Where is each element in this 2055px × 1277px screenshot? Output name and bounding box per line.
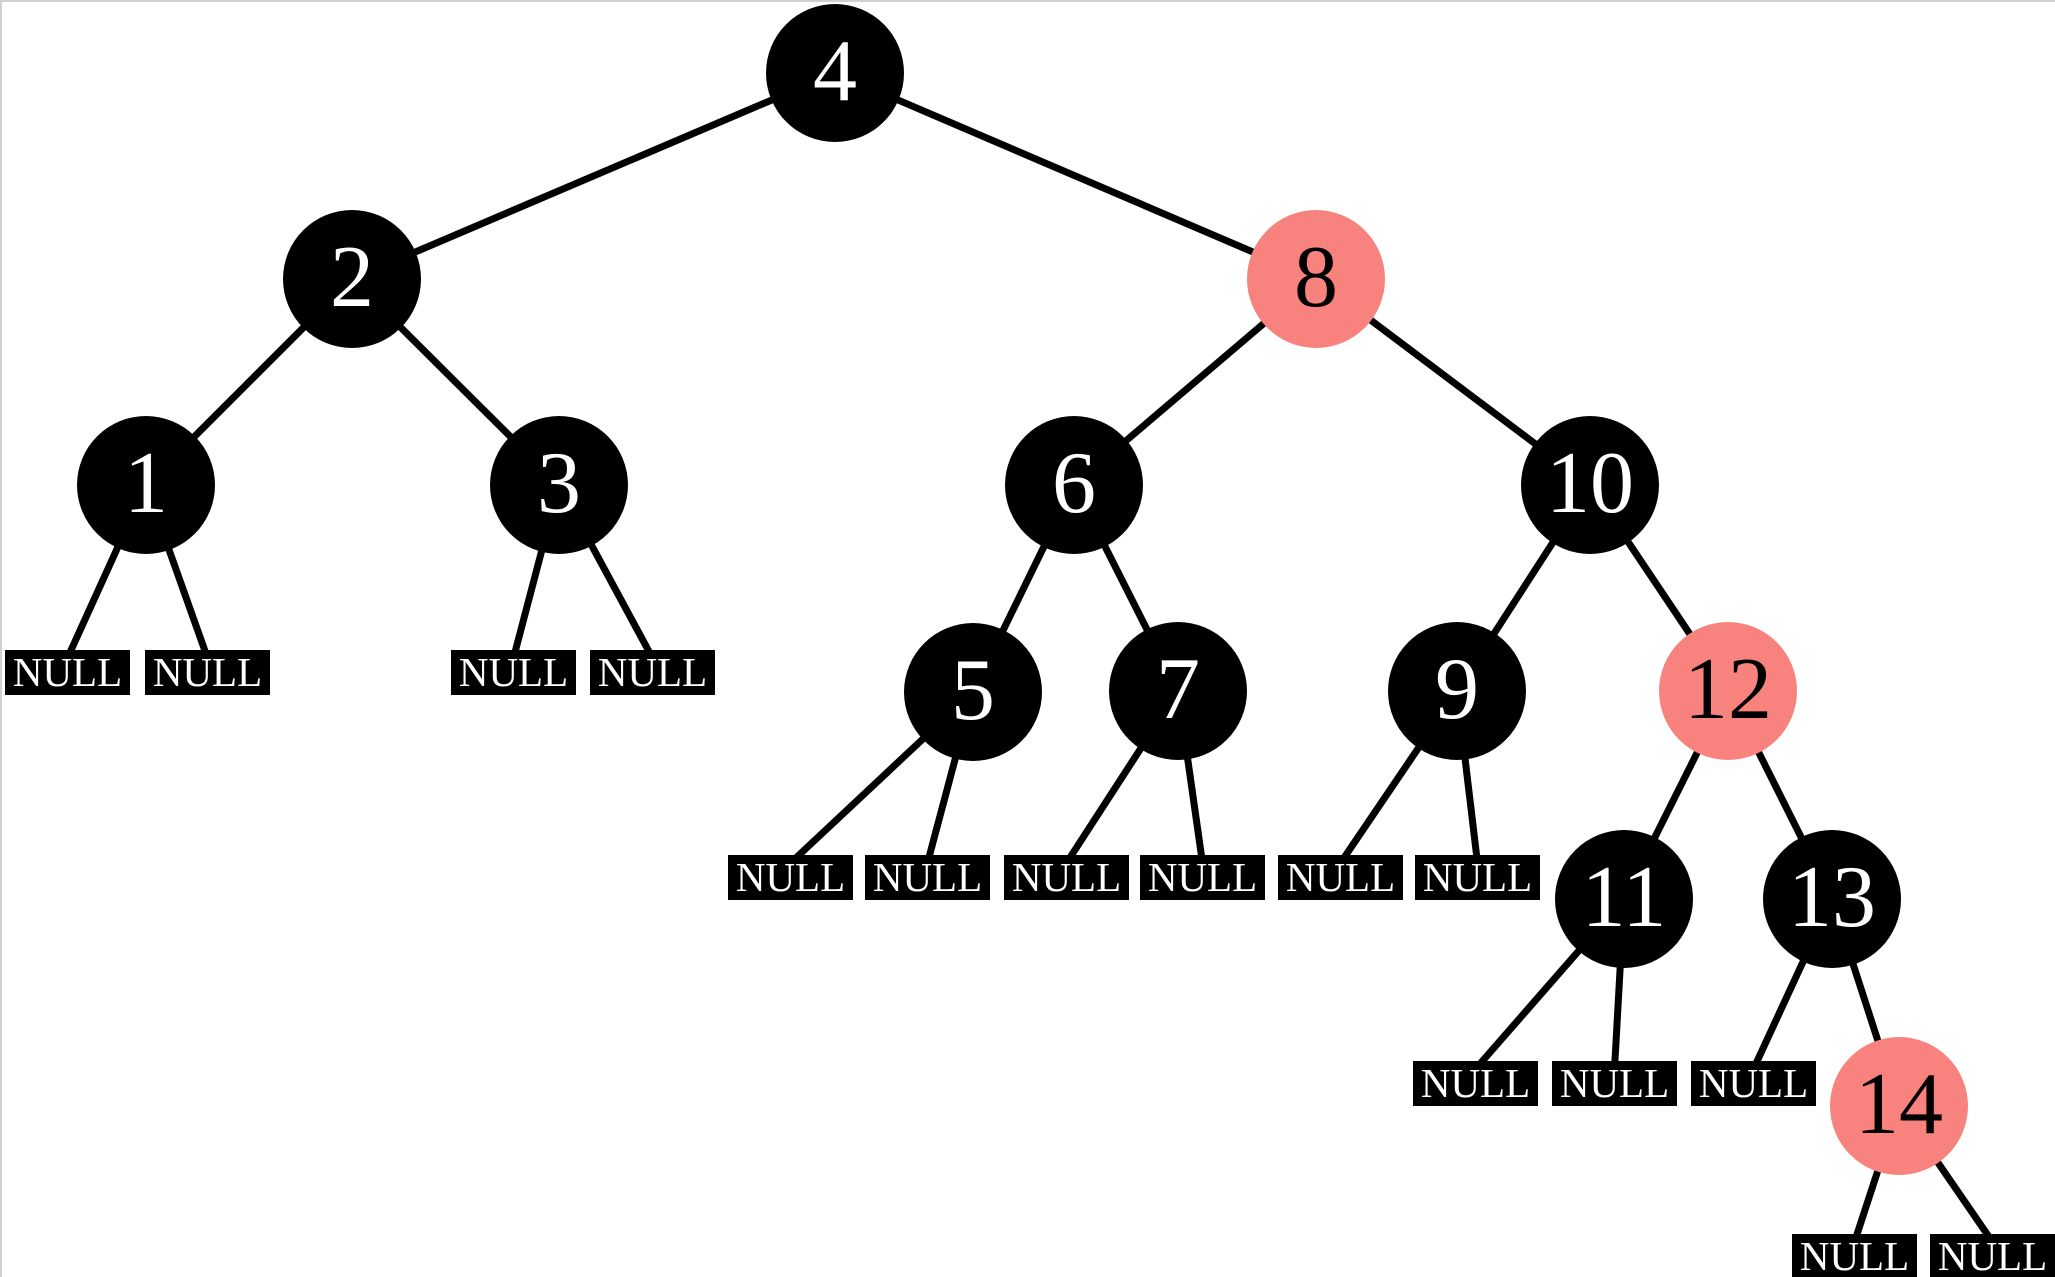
tree-node-14: 14 [1830, 1037, 1968, 1175]
null-leaf-box-n14-left: NULL [1792, 1234, 1917, 1277]
null-leaf-box-n7-right: NULL [1140, 855, 1265, 900]
null-leaf-box-n9-right: NULL [1415, 855, 1540, 900]
tree-node-2: 2 [283, 210, 421, 348]
tree-node-7: 7 [1109, 622, 1247, 760]
tree-edge-4-2 [350, 69, 837, 283]
null-leaf-box-n7-left: NULL [1004, 855, 1129, 900]
node-label: 11 [1581, 848, 1667, 946]
tree-node-9: 9 [1388, 622, 1526, 760]
null-leaf-box-n5-left: NULL [728, 855, 853, 900]
null-leaf-box-n1-right: NULL [145, 650, 270, 695]
tree-node-5: 5 [904, 623, 1042, 761]
node-label: 4 [813, 22, 857, 120]
null-leaf-box-n13-left: NULL [1691, 1061, 1816, 1106]
node-label: 9 [1435, 640, 1479, 738]
node-label: 8 [1294, 228, 1338, 326]
tree-node-1: 1 [77, 416, 215, 554]
node-label: 1 [124, 434, 168, 532]
null-leaf-box-n1-left: NULL [5, 650, 130, 695]
null-leaf-box-n14-right: NULL [1930, 1234, 2055, 1277]
null-leaf-box-n3-right: NULL [590, 650, 715, 695]
tree-node-13: 13 [1763, 830, 1901, 968]
tree-node-8: 8 [1247, 210, 1385, 348]
null-leaf-box-n11-left: NULL [1413, 1061, 1538, 1106]
node-label: 13 [1788, 848, 1876, 946]
tree-edge-4-8 [833, 69, 1318, 283]
node-label: 5 [951, 641, 995, 739]
tree-node-4: 4 [766, 4, 904, 142]
null-leaf-box-n5-right: NULL [865, 855, 990, 900]
tree-node-12: 12 [1659, 622, 1797, 760]
null-leaf-box-n3-left: NULL [451, 650, 576, 695]
node-label: 10 [1546, 434, 1634, 532]
node-label: 12 [1684, 640, 1772, 738]
tree-node-10: 10 [1521, 416, 1659, 554]
tree-node-6: 6 [1005, 416, 1143, 554]
node-label: 6 [1052, 434, 1096, 532]
node-label: 7 [1156, 640, 1200, 738]
null-leaf-box-n9-left: NULL [1278, 855, 1403, 900]
node-label: 3 [537, 434, 581, 532]
tree-node-11: 11 [1555, 830, 1693, 968]
tree-node-3: 3 [490, 416, 628, 554]
node-label: 2 [330, 228, 374, 326]
node-label: 14 [1855, 1055, 1943, 1153]
null-leaf-box-n11-right: NULL [1552, 1061, 1677, 1106]
